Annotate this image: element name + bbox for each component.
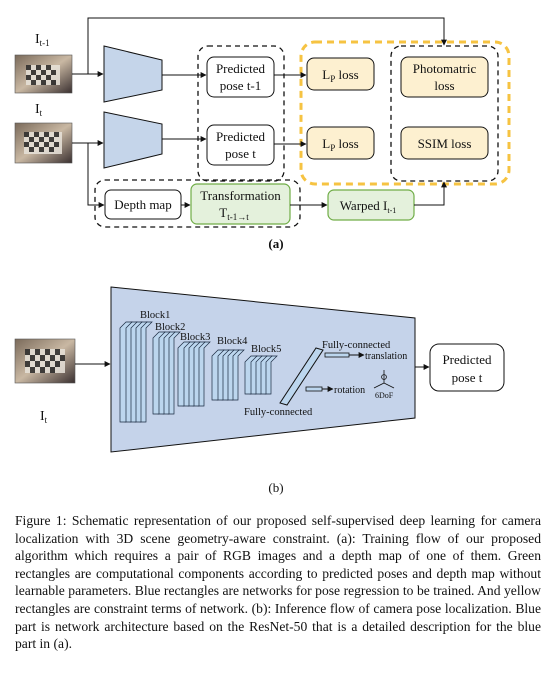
lp-loss-prev-label: LP loss bbox=[322, 67, 358, 84]
predicted-pose-curr-line1: Predicted bbox=[216, 129, 266, 144]
block1-layer bbox=[119, 321, 133, 423]
transformation-line2: Tt-1→t bbox=[219, 205, 249, 222]
transformation-box bbox=[190, 183, 291, 225]
predicted-pose-b-line1: Predicted bbox=[442, 352, 492, 367]
predicted-pose-prev-line1: Predicted bbox=[216, 61, 266, 76]
input-image-prev bbox=[14, 54, 73, 94]
transformation-line1: Transformation bbox=[200, 188, 281, 203]
warped-label: Warped It-1 bbox=[340, 198, 397, 215]
block1-label: Block1 bbox=[140, 310, 170, 321]
pose-network-curr bbox=[103, 111, 163, 169]
pose-network-prev bbox=[103, 45, 163, 103]
photometric-loss-line1: Photomatric bbox=[413, 61, 477, 76]
fc-bottom-label: Fully-connected bbox=[244, 407, 313, 418]
lp-loss-curr-box bbox=[306, 126, 375, 160]
loss-region bbox=[299, 40, 511, 186]
dof-label: 6DoF bbox=[375, 391, 394, 400]
block4-label: Block4 bbox=[217, 336, 248, 347]
block5-layer bbox=[244, 355, 258, 395]
ssim-loss-box bbox=[400, 126, 489, 160]
predicted-pose-curr-line2: pose t bbox=[225, 146, 256, 161]
block5-label: Block5 bbox=[251, 344, 281, 355]
figure-b-label: (b) bbox=[268, 480, 283, 495]
fc-top-label: Fully-connected bbox=[322, 340, 391, 351]
fc-rotation-bar bbox=[305, 386, 323, 392]
photometric-loss-box bbox=[400, 56, 489, 98]
6dof-axes-icon bbox=[373, 370, 395, 389]
input-prev-label: It-1 bbox=[35, 32, 50, 48]
block3-layer bbox=[177, 341, 191, 407]
figure-a-connectors bbox=[72, 17, 447, 208]
lp-loss-prev-box bbox=[306, 57, 375, 91]
depth-map-label: Depth map bbox=[114, 197, 171, 212]
fully-connected-bar bbox=[279, 347, 324, 406]
input-image-curr bbox=[14, 122, 73, 164]
input-b-label: It bbox=[40, 409, 48, 425]
block2-layer bbox=[152, 331, 166, 415]
block3-label: Block3 bbox=[180, 332, 210, 343]
depth-transform-group bbox=[94, 179, 301, 228]
figure-caption: Figure 1: Schematic representation of ou… bbox=[15, 513, 541, 652]
photometric-loss-line2: loss bbox=[434, 78, 454, 93]
block2-label: Block2 bbox=[155, 322, 185, 333]
translation-label: translation bbox=[365, 351, 407, 362]
rotation-label: rotation bbox=[334, 385, 365, 396]
fc-translation-bar bbox=[324, 352, 350, 358]
input-curr-label: It bbox=[35, 102, 43, 118]
predicted-pose-prev-line2: pose t-1 bbox=[220, 78, 262, 93]
lp-loss-curr-label: LP loss bbox=[322, 136, 358, 153]
figure-a-label: (a) bbox=[268, 236, 283, 251]
block4-layer bbox=[211, 349, 225, 401]
ssim-loss-label: SSIM loss bbox=[418, 136, 472, 151]
predicted-pose-group bbox=[197, 45, 285, 182]
predicted-pose-prev-box bbox=[206, 56, 275, 98]
figure-b: It Block1 Block2 Block3 Block4 Block5 Fu… bbox=[14, 286, 505, 495]
input-image-b bbox=[14, 338, 76, 384]
figure-a: It-1 It Predicted pose t-1 Predicted pos… bbox=[14, 17, 511, 251]
layer-stacks bbox=[119, 321, 278, 423]
predicted-pose-b-box bbox=[429, 343, 505, 392]
predicted-pose-b-line2: pose t bbox=[452, 370, 483, 385]
predicted-pose-curr-box bbox=[206, 124, 275, 166]
